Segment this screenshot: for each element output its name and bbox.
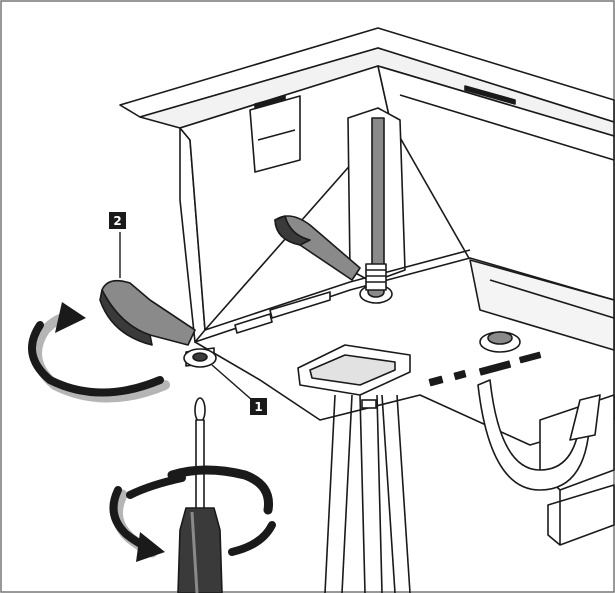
clamp-left [99,279,217,368]
clamp-right [274,215,393,304]
callout-1: 1 [250,398,267,415]
threaded-rod [371,117,385,269]
rotate-arrow-icon [28,302,170,403]
callout-1-label: 1 [254,400,262,414]
callout-2: 2 [109,212,126,229]
power-cables [324,394,411,593]
screwdriver-icon [177,397,223,593]
appliance-body [119,27,615,546]
rotate-arrow-icon [109,465,276,562]
callout-leaders [119,232,253,401]
screwdriver-handle [177,507,223,593]
callout-2-label: 2 [113,214,121,228]
